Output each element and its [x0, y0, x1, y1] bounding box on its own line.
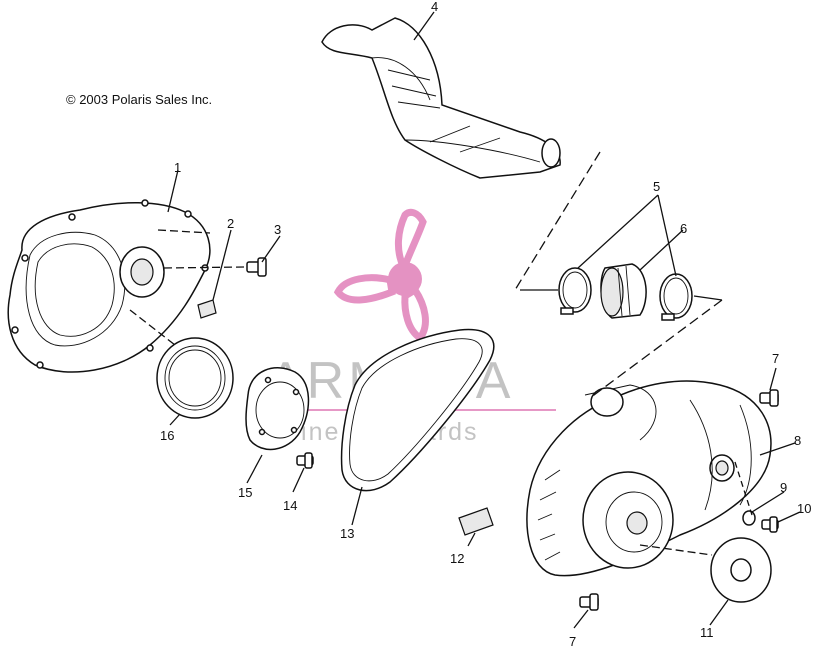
part-10-bolt	[761, 516, 779, 533]
part-5-clamp-right	[659, 273, 693, 321]
callout-7-bottom: 7	[569, 634, 576, 649]
callout-1: 1	[174, 160, 181, 175]
copyright-notice: © 2003 Polaris Sales Inc.	[66, 92, 213, 107]
callout-6: 6	[680, 221, 687, 236]
part-16-seal	[156, 337, 234, 419]
part-2-label	[197, 299, 217, 319]
part-7-bolt-bottom	[579, 593, 599, 611]
part-4-intake-duct	[321, 17, 561, 179]
part-14-bolt	[296, 452, 314, 469]
part-3-bolt	[246, 257, 267, 277]
part-8-outer-cover	[526, 380, 772, 577]
part-6-coupler	[600, 263, 647, 319]
callout-13: 13	[340, 526, 354, 541]
callout-12: 12	[450, 551, 464, 566]
part-15-gasket	[245, 367, 310, 451]
watermark-propeller-icon	[333, 208, 429, 343]
callout-7-top: 7	[772, 351, 779, 366]
callout-5: 5	[653, 179, 660, 194]
part-11-disc	[710, 537, 772, 603]
leader-lines	[129, 11, 801, 629]
callout-11: 11	[700, 625, 714, 640]
callout-2: 2	[227, 216, 234, 231]
callout-15: 15	[238, 485, 252, 500]
part-5-clamp-left	[558, 267, 592, 315]
callout-labels: 1 2 3 4 5 6 7 8 9 10 11 12 13 14 15 16 7	[160, 0, 811, 649]
part-9-o-ring	[742, 510, 756, 526]
callout-4: 4	[431, 0, 438, 14]
callout-9: 9	[780, 480, 787, 495]
part-7-bolt-top	[759, 389, 779, 407]
callout-8: 8	[794, 433, 801, 448]
callout-3: 3	[274, 222, 281, 237]
callout-14: 14	[283, 498, 297, 513]
part-1-inner-cover	[7, 199, 211, 373]
callout-16: 16	[160, 428, 174, 443]
callout-10: 10	[797, 501, 811, 516]
part-12-decal	[458, 507, 494, 536]
part-13-drive-belt	[340, 328, 495, 492]
